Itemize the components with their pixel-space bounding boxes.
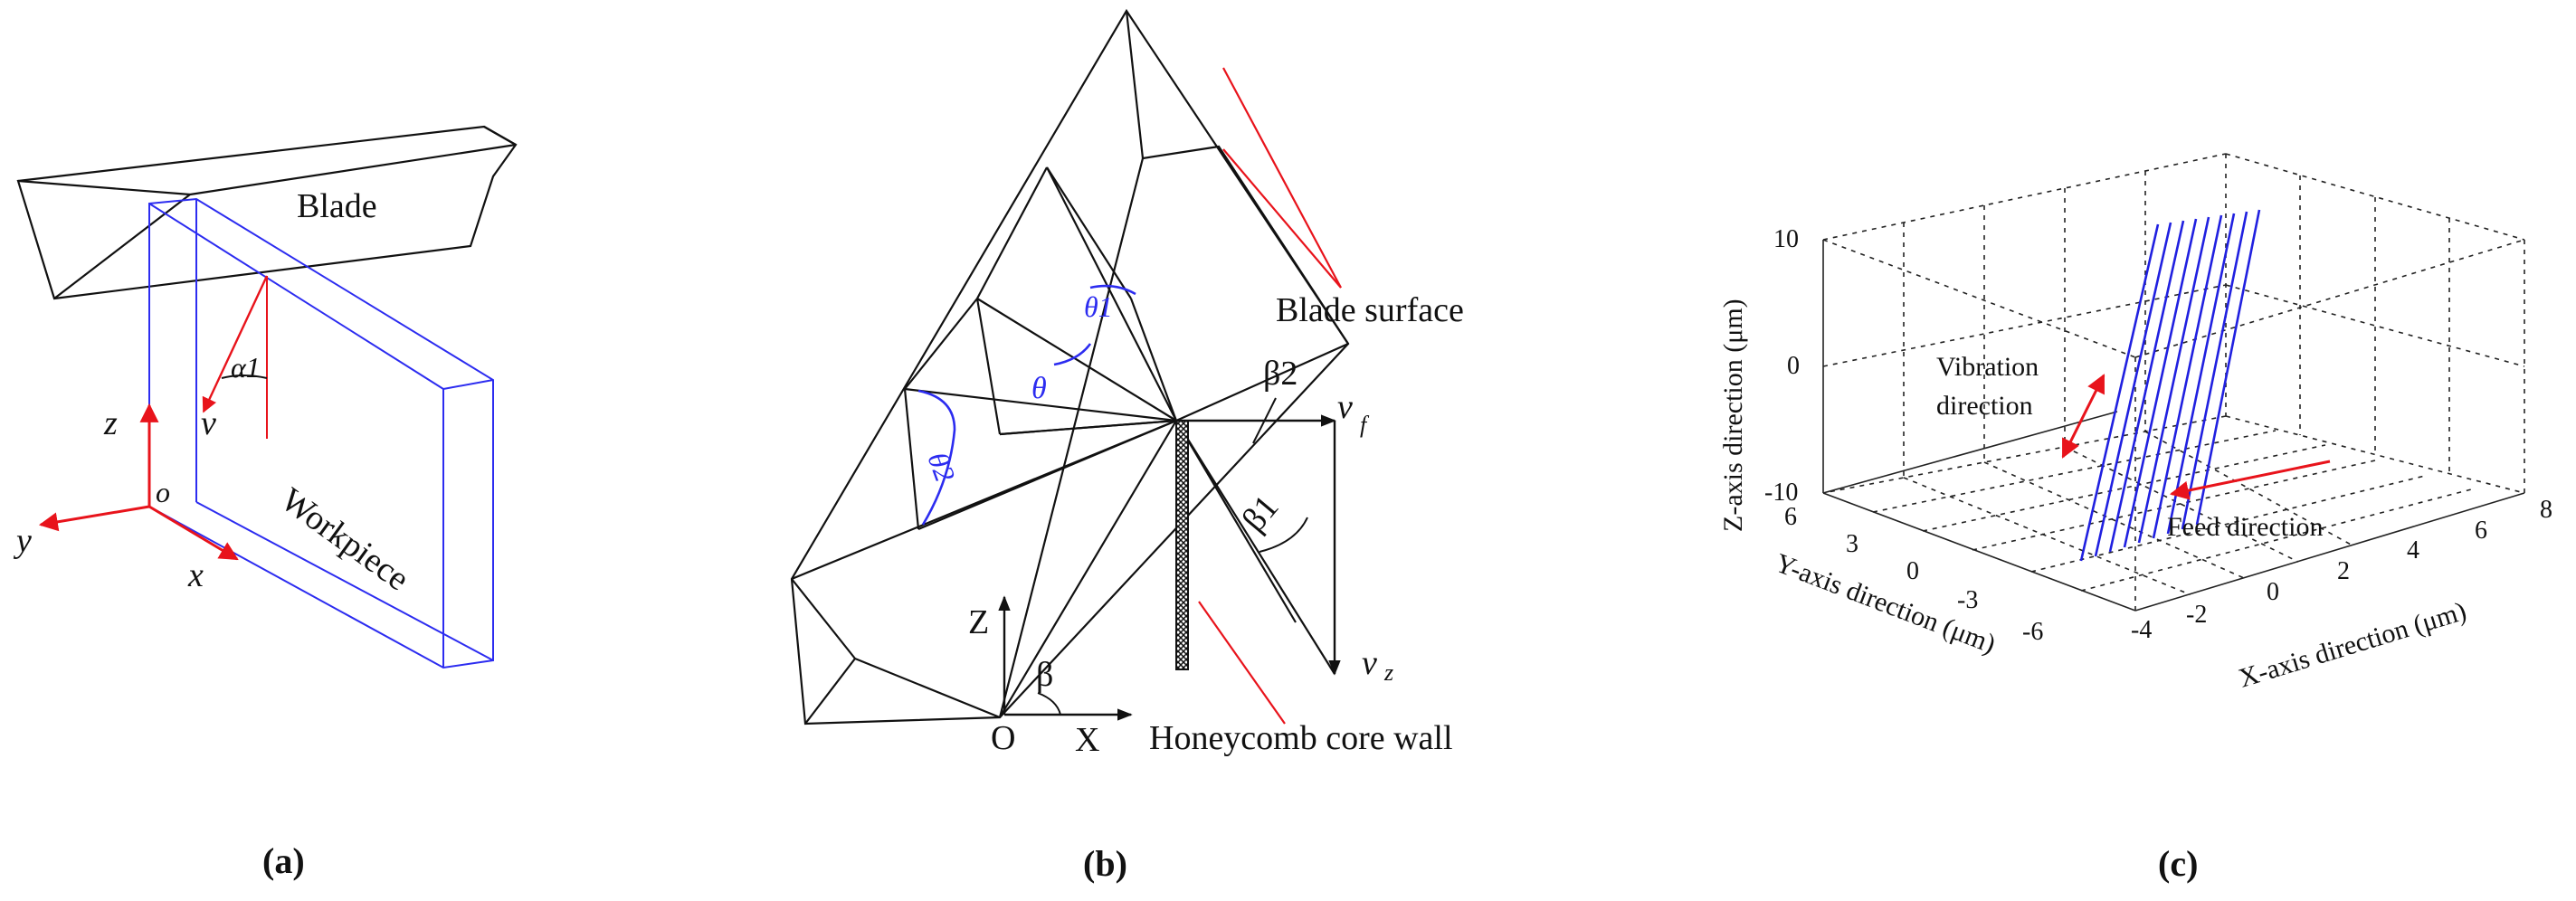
vz-subscript: z — [1383, 659, 1393, 686]
x-axis-title: X-axis direction (μm) — [2235, 596, 2469, 694]
caption-b: (b) — [1083, 843, 1127, 884]
alpha-label: α1 — [231, 351, 261, 384]
axes-box — [1822, 153, 2525, 612]
beta-label: β — [1036, 656, 1053, 694]
panel-c: Vibration direction Feed direction 10 0 … — [1718, 153, 2552, 884]
y-axis-label: y — [13, 522, 32, 560]
Z-label: Z — [968, 603, 989, 641]
svg-text:-3: -3 — [1957, 586, 1978, 614]
honeycomb-label: Honeycomb core wall — [1149, 719, 1453, 757]
z-ticks: 10 0 -10 — [1764, 225, 1800, 507]
alpha-construction — [202, 275, 269, 439]
theta2-label: θ2 — [921, 448, 962, 486]
honeycomb-core-wall — [1175, 420, 1189, 670]
svg-text:0: 0 — [1906, 557, 1919, 585]
origin-label-a: o — [156, 476, 170, 508]
trajectory-line — [2079, 223, 2160, 562]
beta2-label: β2 — [1263, 355, 1298, 393]
coordinate-axes-a — [38, 403, 239, 561]
vibration-arrow — [2061, 374, 2105, 459]
vibration-label-2: direction — [1936, 391, 2033, 421]
theta-arcs — [917, 284, 1136, 526]
vibration-trajectories — [2079, 209, 2261, 562]
z-axis-title: Z-axis direction (μm) — [1718, 299, 1748, 532]
svg-text:10: 10 — [1773, 225, 1799, 253]
svg-text:-4: -4 — [2131, 616, 2152, 644]
svg-text:6: 6 — [1784, 503, 1797, 531]
y-ticks: 6 3 0 -3 -6 — [1784, 503, 2043, 646]
trajectory-line — [2123, 218, 2198, 548]
trajectory-line — [2181, 211, 2248, 530]
caption-c: (c) — [2158, 843, 2198, 884]
blade-prism — [16, 125, 518, 300]
vf-subscript: f — [1360, 412, 1370, 438]
svg-text:4: 4 — [2407, 536, 2419, 564]
trajectory-line — [2137, 216, 2210, 544]
blade-surface-leaders — [1222, 67, 1342, 289]
x-axis-arrow — [148, 505, 239, 561]
theta-label: θ — [1031, 372, 1047, 405]
z-axis-label: z — [103, 404, 118, 442]
honeycomb-leader — [1198, 601, 1286, 725]
O-label: O — [991, 719, 1015, 757]
blade-label: Blade — [297, 187, 377, 225]
blade-prism-b — [790, 8, 1350, 726]
trajectory-line — [2166, 213, 2236, 535]
x-ticks: -4 -2 0 2 4 6 8 — [2131, 496, 2552, 644]
svg-text:0: 0 — [2267, 578, 2279, 606]
theta1-label: θ1 — [1084, 290, 1113, 323]
svg-text:3: 3 — [1846, 530, 1858, 558]
vibration-label-1: Vibration — [1936, 352, 2039, 382]
X-label: X — [1075, 721, 1099, 759]
caption-a: (a) — [262, 840, 305, 881]
trajectory-line — [2152, 214, 2223, 539]
svg-text:0: 0 — [1787, 352, 1800, 380]
blade-surface-label: Blade surface — [1276, 291, 1464, 329]
beta-arc — [1037, 692, 1061, 716]
trajectory-line — [2108, 220, 2185, 553]
trajectory-line — [2195, 209, 2261, 526]
feed-arrow — [2169, 460, 2331, 500]
panel-b: θ1 θ θ2 Blade surface Honeycomb core wal… — [790, 8, 1464, 884]
velocity-label: v — [201, 404, 216, 442]
svg-text:2: 2 — [2337, 557, 2350, 585]
panel-a: Blade Workpiece α1 v z o y x (a) — [13, 125, 518, 881]
y-axis-arrow — [38, 505, 150, 532]
x-axis-label: x — [187, 556, 204, 594]
svg-text:-10: -10 — [1764, 479, 1798, 507]
vz-label: v — [1362, 644, 1377, 682]
vf-label: v — [1337, 388, 1353, 426]
svg-text:-6: -6 — [2022, 618, 2043, 646]
trajectory-line — [2094, 222, 2172, 557]
beta2-leader — [1252, 397, 1277, 444]
svg-text:-2: -2 — [2186, 601, 2207, 629]
svg-text:6: 6 — [2475, 517, 2487, 545]
beta1-arc — [1259, 517, 1308, 553]
svg-text:8: 8 — [2540, 496, 2552, 524]
feed-label: Feed direction — [2167, 512, 2323, 542]
